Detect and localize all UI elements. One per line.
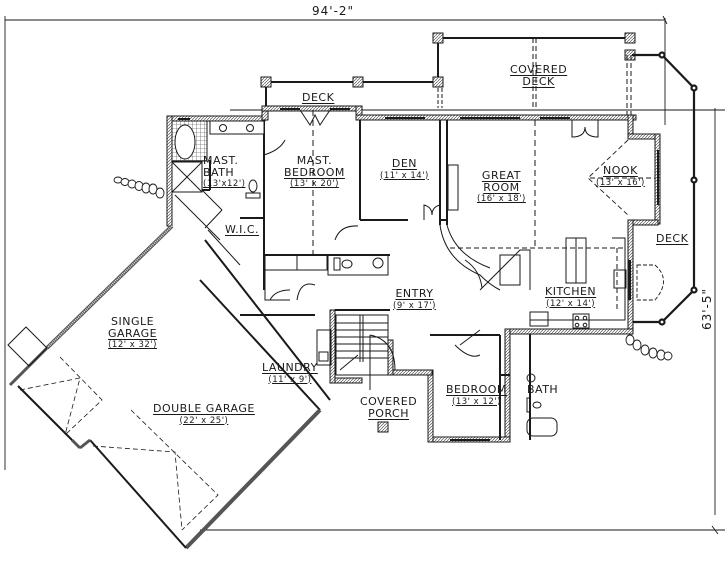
kitchen-fixtures xyxy=(450,120,627,329)
room-label-bath: BATH xyxy=(527,383,559,396)
room-label-deck-master: DECK xyxy=(302,91,335,104)
room-label-kitchen: KITCHEN (12' x 14') xyxy=(545,285,597,309)
stairs xyxy=(335,314,389,376)
room-label-deck-side: DECK xyxy=(656,232,689,245)
room-label-covered-deck: COVERED DECK xyxy=(510,63,568,88)
deck-posts xyxy=(260,32,636,88)
room-label-laundry: LAUNDRY (11' x 9') xyxy=(262,361,318,385)
covered-deck-beams xyxy=(532,38,632,115)
room-label-double-garage: DOUBLE GARAGE (22' x 25') xyxy=(153,402,255,426)
bath-fixtures xyxy=(526,373,558,437)
master-bath-fixtures xyxy=(171,120,265,199)
room-label-den: DEN (11' x 14') xyxy=(380,157,429,181)
garage-doors xyxy=(19,356,219,531)
closets-and-half-bath xyxy=(264,254,389,366)
room-label-covered-porch: COVERED PORCH xyxy=(360,395,418,420)
deck-hot-tub xyxy=(636,264,664,301)
garage-walls xyxy=(7,224,331,550)
side-deck-railing xyxy=(632,51,698,326)
room-label-nook: NOOK (13' x 16') xyxy=(596,164,645,188)
wic-closet xyxy=(174,189,241,266)
windows xyxy=(178,108,659,441)
room-label-wic: W.I.C. xyxy=(225,223,260,236)
room-label-single-garage: SINGLE GARAGE (12' x 32') xyxy=(108,315,158,351)
overall-width-dimension: 94'-2" xyxy=(312,4,355,18)
room-label-entry: ENTRY (9' x 17') xyxy=(393,287,436,311)
doors xyxy=(263,109,599,390)
room-label-mast-bath: MAST. BATH (13'x12') xyxy=(203,154,246,190)
room-label-great-room: GREAT ROOM (16' x 18') xyxy=(477,169,526,205)
room-label-bedroom: BEDROOM (13' x 12') xyxy=(446,383,507,407)
overall-depth-dimension: 63'-5" xyxy=(700,287,715,331)
curved-stair-fireplace xyxy=(439,164,531,291)
porch-post xyxy=(377,421,389,433)
nook-table-outline xyxy=(587,139,655,216)
room-label-mast-bedroom: MAST. BEDROOM (13' x 20') xyxy=(284,154,345,190)
landscape-stones xyxy=(113,176,673,361)
